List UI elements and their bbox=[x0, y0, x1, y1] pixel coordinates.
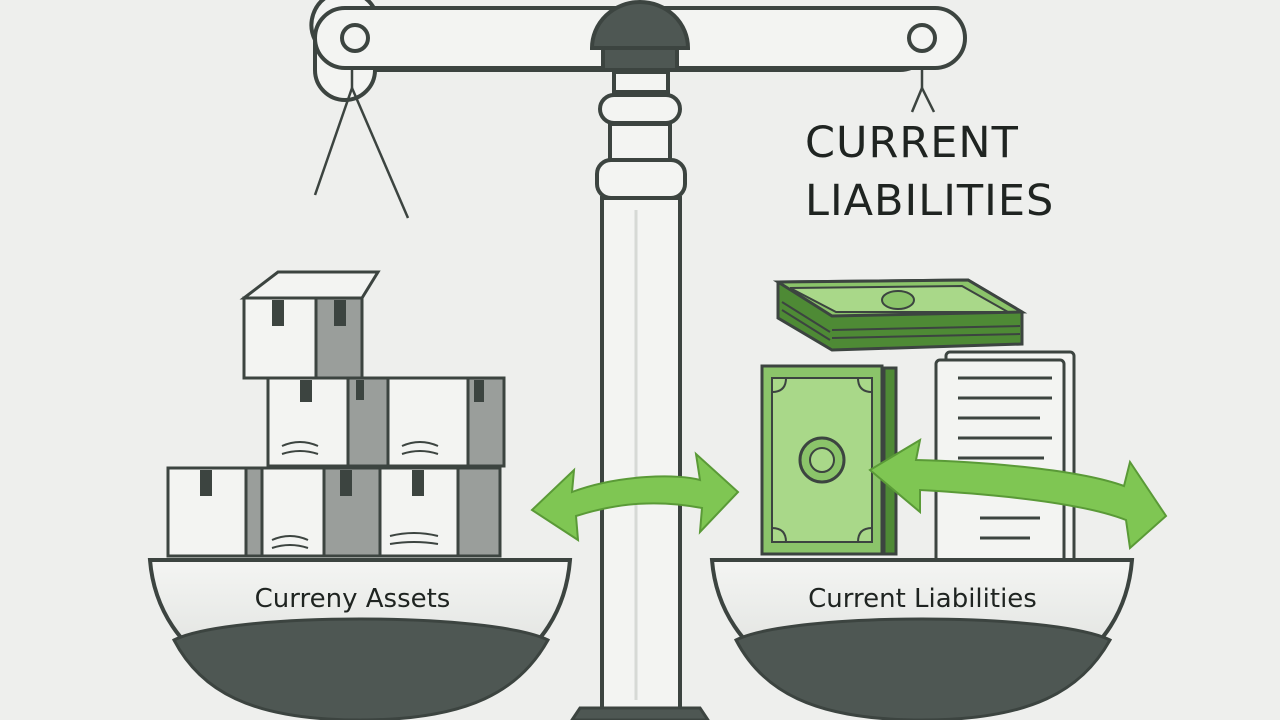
right-pan-label: Current Liabilities bbox=[808, 584, 1037, 614]
right-scale-pan bbox=[709, 558, 1135, 720]
cash-stack-icon bbox=[772, 278, 1028, 352]
heading-line-2: LIABILITIES bbox=[805, 176, 1055, 226]
scale-column bbox=[570, 0, 710, 720]
left-scale-pan bbox=[147, 558, 573, 720]
banknote-icon bbox=[760, 364, 898, 556]
right-pivot-ring bbox=[907, 23, 937, 53]
left-pan-label: Curreny Assets bbox=[254, 584, 451, 614]
cardboard-boxes-icon bbox=[166, 270, 506, 558]
left-hanging-strings bbox=[313, 68, 410, 219]
current-liabilities-heading: CURRENT LIABILITIES bbox=[805, 114, 1095, 230]
right-hanging-strings bbox=[910, 68, 936, 113]
double-arrow-icon bbox=[530, 437, 1168, 550]
heading-line-1: CURRENT bbox=[805, 118, 1019, 168]
left-pivot-ring bbox=[340, 23, 370, 53]
